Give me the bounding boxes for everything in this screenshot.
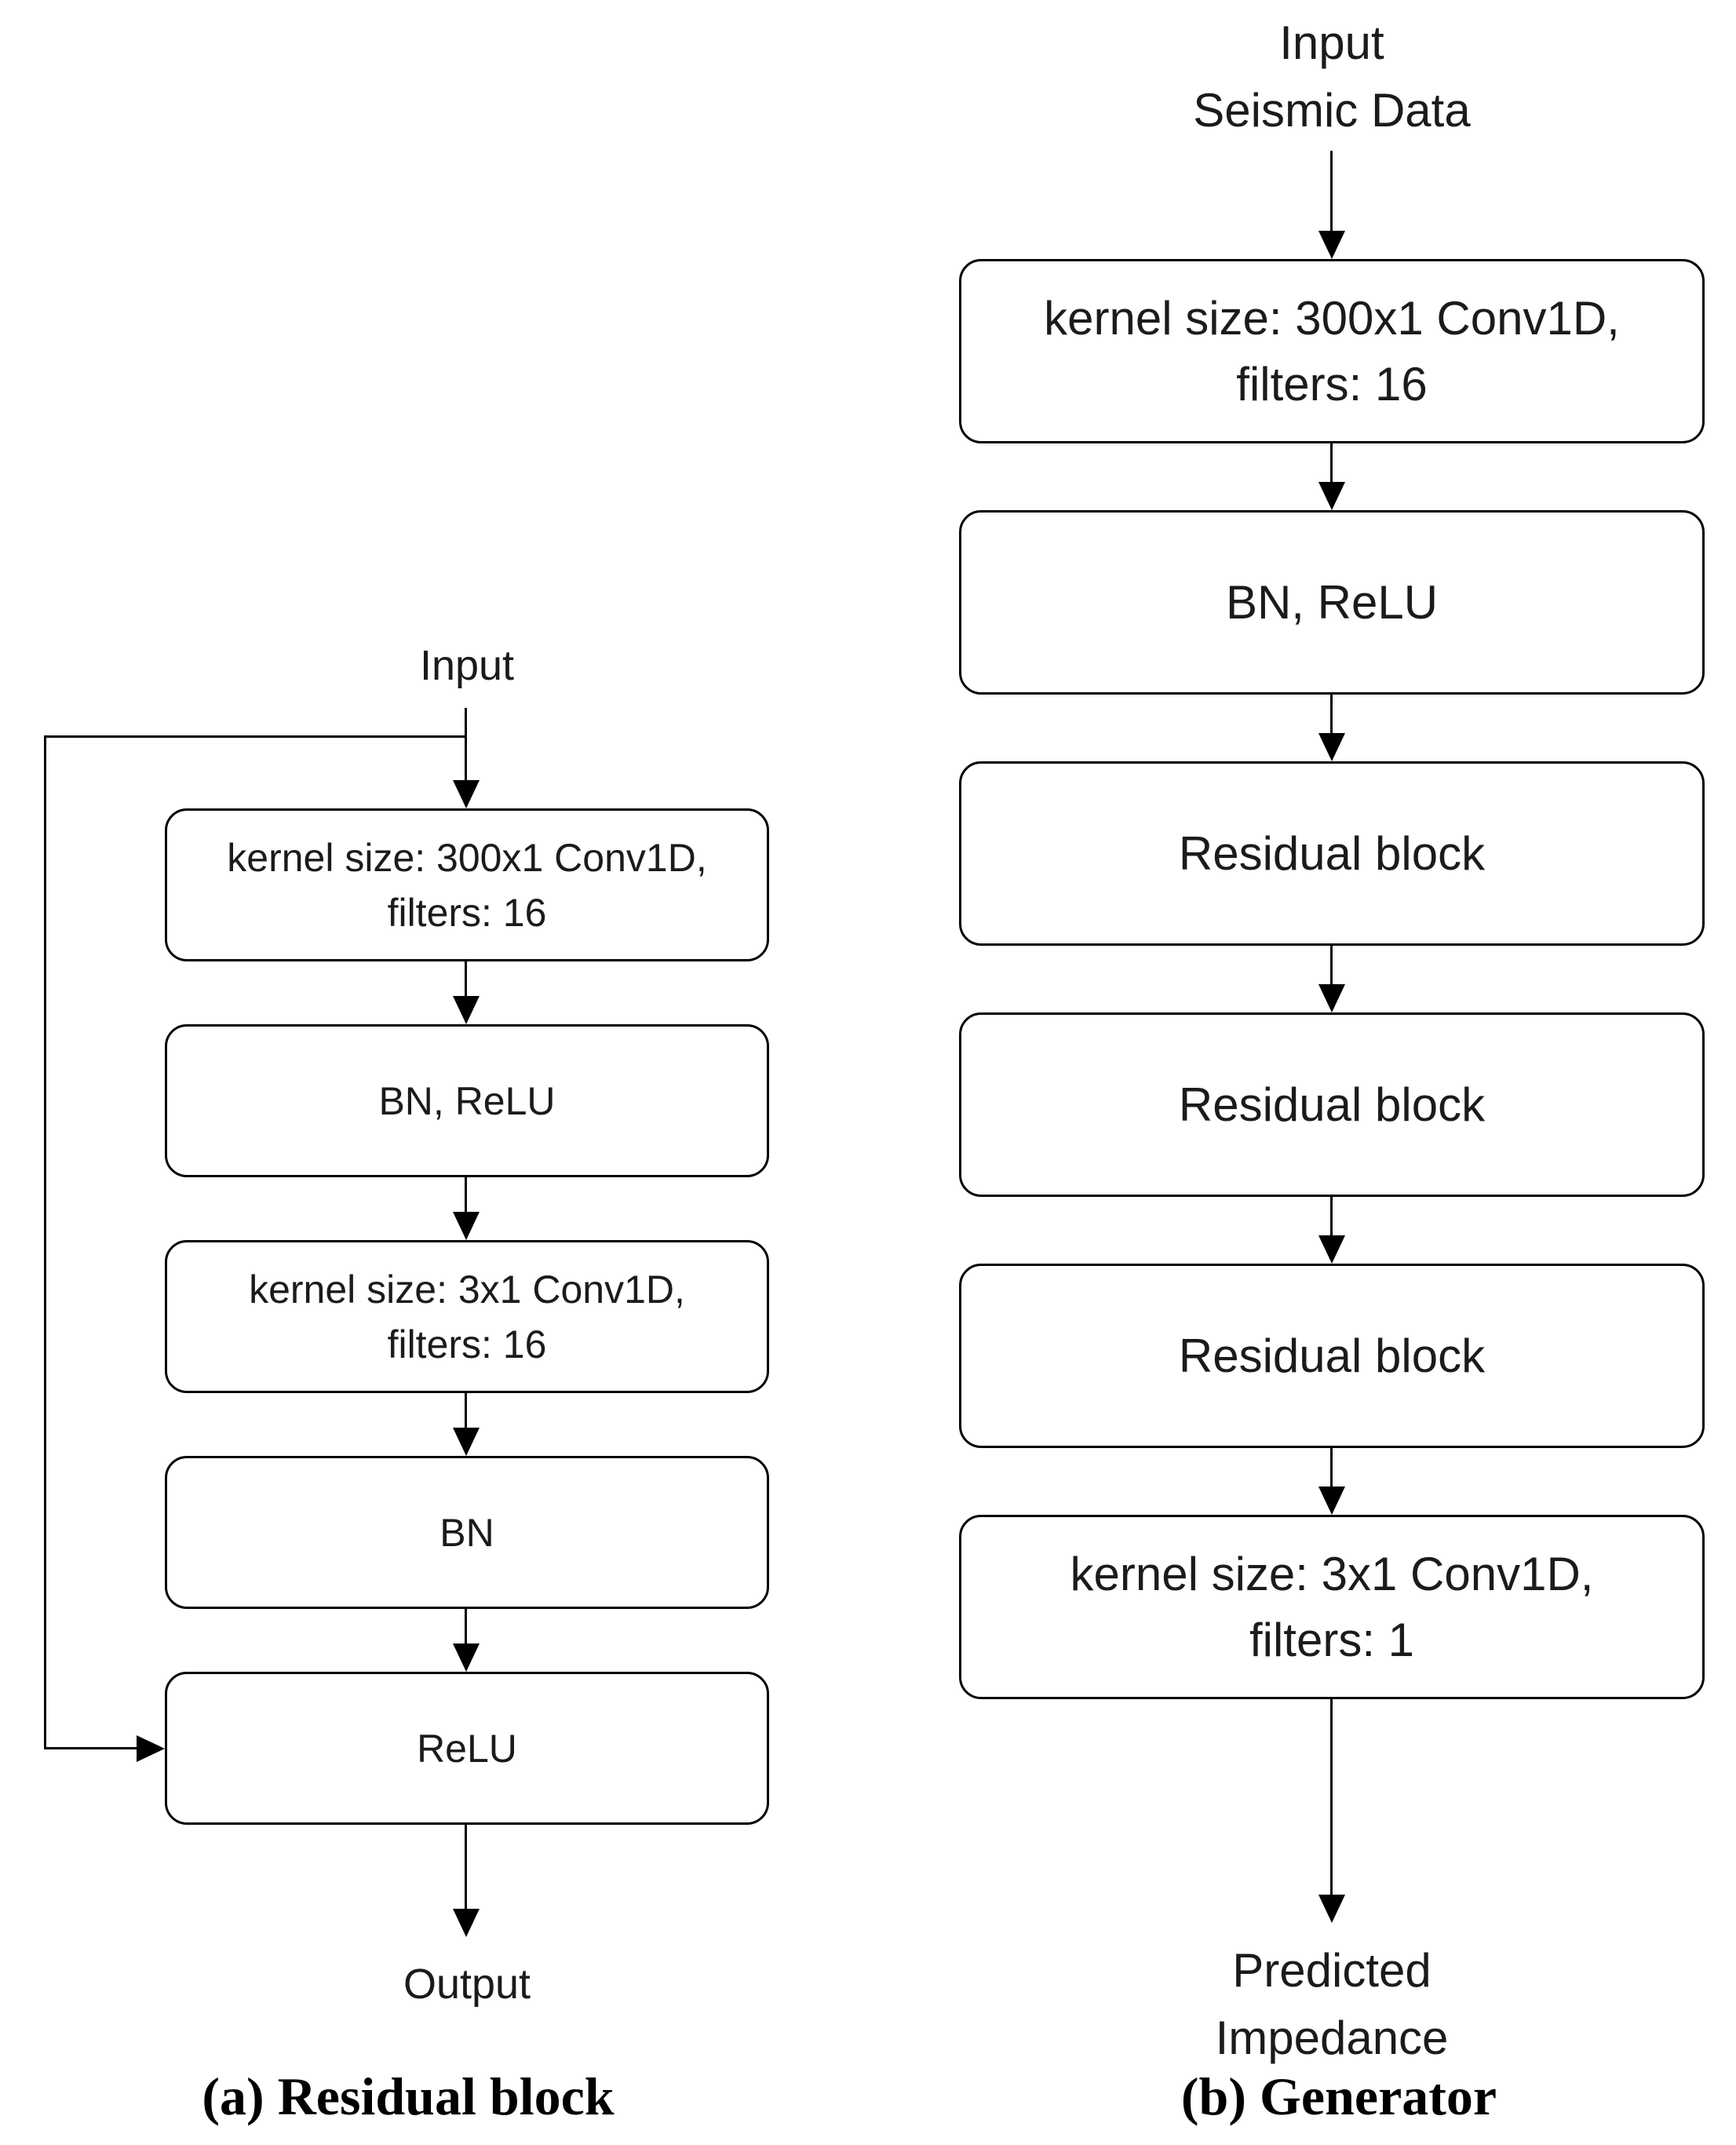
arrow-head: [1318, 1235, 1345, 1264]
input-label-line2: Seismic Data: [1193, 84, 1471, 137]
panel-b-caption: (b) Generator: [1180, 2067, 1497, 2126]
node-residual-block-3: Residual block: [959, 1264, 1705, 1448]
arrow-to-output-line: [465, 1825, 467, 1909]
arrow-line: [1330, 695, 1333, 733]
node-text-line: BN: [439, 1510, 494, 1555]
arrow-to-output-head: [1318, 1895, 1345, 1923]
panel-a-caption: (a) Residual block: [202, 2067, 615, 2126]
panel-b-output-label: Predicted Impedance: [959, 1937, 1705, 2072]
arrow-line: [1330, 1448, 1333, 1487]
arrow-to-output-head: [453, 1909, 480, 1937]
skip-connection-top-line: [44, 735, 467, 738]
panel-a-input-label: Input: [419, 642, 515, 689]
node-text-line: kernel size: 300x1 Conv1D,: [1044, 291, 1620, 345]
arrow-line: [465, 961, 467, 996]
arrow-head: [1318, 1487, 1345, 1515]
node-text-line: BN, ReLU: [378, 1078, 556, 1123]
arrow-line: [465, 1177, 467, 1212]
node-text-line: kernel size: 300x1 Conv1D,: [227, 835, 707, 880]
arrow-line: [1330, 443, 1333, 482]
arrow-head: [1318, 984, 1345, 1012]
arrow-head: [453, 1643, 480, 1672]
node-text-line: BN, ReLU: [1225, 575, 1439, 629]
node-conv300x1-b: kernel size: 300x1 Conv1D, filters: 16: [959, 259, 1705, 443]
node-residual-block-1: Residual block: [959, 761, 1705, 946]
node-text-line: filters: 1: [1249, 1613, 1415, 1666]
arrow-head: [1318, 733, 1345, 761]
node-text-line: Residual block: [1178, 1329, 1486, 1382]
node-bn-relu-b: BN, ReLU: [959, 510, 1705, 695]
output-label-line1: Predicted: [1232, 1944, 1431, 1997]
input-label-line1: Input: [1279, 16, 1384, 69]
node-relu-a: ReLU: [165, 1672, 769, 1825]
node-text-line: ReLU: [417, 1726, 517, 1771]
arrow-input-to-conv-line: [465, 708, 467, 780]
node-text-line: kernel size: 3x1 Conv1D,: [1070, 1547, 1594, 1600]
node-text-line: filters: 16: [387, 1322, 547, 1366]
node-residual-block-2: Residual block: [959, 1012, 1705, 1197]
node-conv3x1-b: kernel size: 3x1 Conv1D, filters: 1: [959, 1515, 1705, 1699]
node-text-line: Residual block: [1178, 826, 1486, 880]
node-bn-relu-a: BN, ReLU: [165, 1024, 769, 1177]
arrow-head: [1318, 231, 1345, 259]
arrow-to-output-line: [1330, 1699, 1333, 1895]
arrow-line: [1330, 1197, 1333, 1235]
arrow-head: [1318, 482, 1345, 510]
panel-a-output-label: Output: [403, 1961, 531, 2008]
node-text-line: kernel size: 3x1 Conv1D,: [249, 1267, 685, 1311]
skip-connection-bottom-line: [44, 1747, 137, 1749]
node-text-line: filters: 16: [387, 890, 547, 935]
panel-b-input-label: Input Seismic Data: [959, 9, 1705, 144]
arrow-line: [1330, 151, 1333, 231]
skip-connection-arrow-head: [137, 1735, 165, 1762]
skip-connection-side-line: [44, 735, 46, 1749]
output-label-line2: Impedance: [1215, 2012, 1449, 2064]
arrow-head: [453, 1428, 480, 1456]
arrow-input-to-conv-head: [453, 780, 480, 808]
arrow-line: [465, 1609, 467, 1643]
node-conv3x1-a: kernel size: 3x1 Conv1D, filters: 16: [165, 1240, 769, 1393]
arrow-head: [453, 996, 480, 1024]
node-bn-a: BN: [165, 1456, 769, 1609]
node-conv300x1-a: kernel size: 300x1 Conv1D, filters: 16: [165, 808, 769, 961]
arrow-line: [1330, 946, 1333, 984]
node-text-line: Residual block: [1178, 1078, 1486, 1131]
arrow-line: [465, 1393, 467, 1428]
node-text-line: filters: 16: [1236, 357, 1428, 410]
arrow-head: [453, 1212, 480, 1240]
